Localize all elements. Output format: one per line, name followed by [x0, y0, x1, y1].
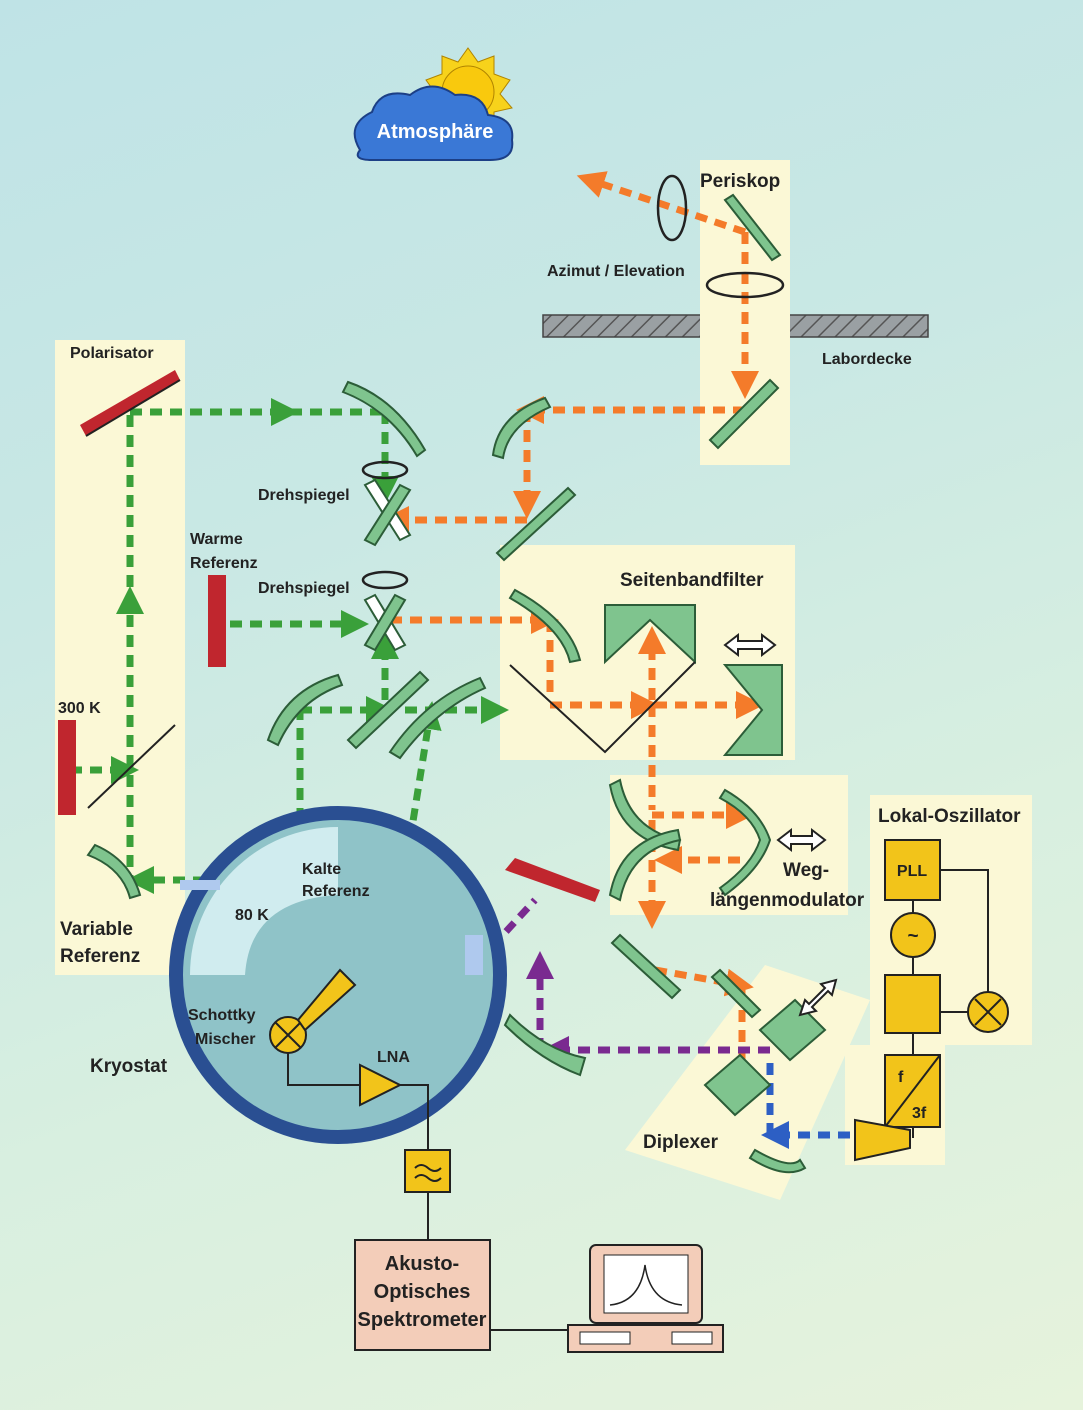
variable-reference-label-2: Referenz: [60, 946, 140, 967]
diplexer-label: Diplexer: [643, 1132, 719, 1153]
azimuth-elevation-label: Azimut / Elevation: [547, 263, 685, 280]
path-modulator-label-2: längenmodulator: [710, 890, 865, 911]
periscope-label: Periskop: [700, 171, 780, 192]
aos-label-3: Spektrometer: [358, 1309, 487, 1331]
rotating-mirror-label-1: Drehspiegel: [258, 487, 350, 504]
lo-path: [761, 1060, 850, 1149]
warm-reference-label-2: Referenz: [190, 555, 258, 572]
lna-label: LNA: [377, 1049, 410, 1066]
local-oscillator-label: Lokal-Oszillator: [878, 806, 1021, 827]
aos-label-1: Akusto-: [385, 1253, 459, 1275]
horn-antenna-icon: [296, 968, 357, 1032]
local-oscillator: [854, 839, 1009, 1162]
move-arrow-icons: [723, 632, 838, 1017]
filter-icon: [404, 1149, 451, 1193]
cold-reference-label-1: Kalte: [302, 861, 341, 878]
variable-reference-wire: [87, 724, 176, 809]
computer-icon: [567, 1244, 724, 1353]
sideband-filter: [509, 604, 783, 756]
path-modulator-label-1: Weg-: [783, 860, 829, 881]
if-absorber: [505, 858, 600, 902]
sideband-filter-label: Seitenbandfilter: [620, 570, 764, 591]
variable-reference-label-1: Variable: [60, 919, 133, 940]
rotating-mirror-label-2: Drehspiegel: [258, 580, 350, 597]
schottky-label-2: Mischer: [195, 1031, 255, 1048]
mirrors: [86, 193, 807, 1174]
lab-ceiling-label: Labordecke: [822, 351, 912, 368]
warm-reference-absorber: [208, 575, 226, 667]
polarizer-label: Polarisator: [70, 345, 154, 362]
cryostat-label: Kryostat: [90, 1056, 168, 1077]
rotation-arrow-icons: [361, 174, 785, 590]
multiplier-top-label: f: [898, 1069, 904, 1086]
diplexer: [703, 998, 827, 1117]
300k-label: 300 K: [58, 700, 101, 717]
polarizer: [80, 370, 181, 437]
oscillator-tilde-label: ~: [907, 926, 918, 947]
cold-reference-label-2: Referenz: [302, 883, 370, 900]
aos-box: [354, 1239, 491, 1351]
multiplier-bottom-label: 3f: [912, 1105, 927, 1122]
rotating-mirror-icons: [363, 478, 412, 652]
pll-label: PLL: [897, 863, 927, 880]
80k-label: 80 K: [235, 907, 269, 924]
300k-absorber: [58, 720, 76, 815]
signal-path: [381, 171, 764, 1075]
warm-reference-label-1: Warme: [190, 531, 243, 548]
schottky-label-1: Schottky: [188, 1007, 256, 1024]
aos-label-2: Optisches: [374, 1281, 471, 1303]
atmosphere-label: Atmosphäre: [377, 121, 494, 143]
cloud-icon: [353, 85, 514, 161]
